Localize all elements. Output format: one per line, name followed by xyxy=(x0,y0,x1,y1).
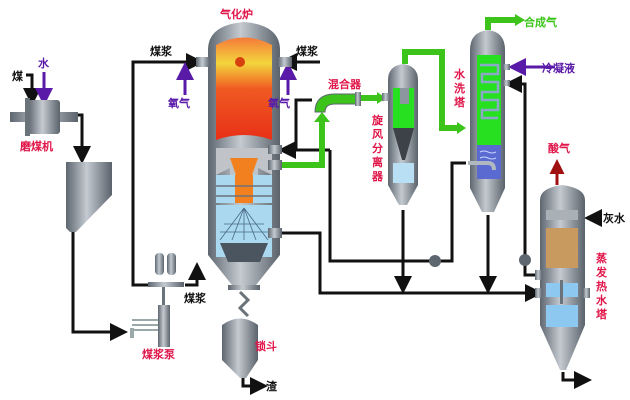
evap-tower-label: 蒸 发 热 水 塔 xyxy=(595,251,608,321)
slag-label: 渣 xyxy=(266,379,278,393)
svg-text:风: 风 xyxy=(372,127,383,141)
oxygen-right-label: 氧气 xyxy=(267,96,290,110)
washer-bottom-loop-line xyxy=(328,150,466,263)
blackwater-line xyxy=(282,231,543,302)
process-lines xyxy=(23,53,602,395)
condensate-label: 冷凝液 xyxy=(542,61,576,75)
svg-text:器: 器 xyxy=(371,170,384,183)
combustion-zone xyxy=(216,37,272,140)
to-mixer-line xyxy=(294,98,312,150)
slag-outlet-line xyxy=(241,377,268,395)
svg-text:热: 热 xyxy=(596,279,607,293)
svg-text:蒸: 蒸 xyxy=(596,251,607,265)
oxygen-lines xyxy=(35,58,555,106)
grey-water-label: 灰水 xyxy=(603,211,626,225)
svg-text:塔: 塔 xyxy=(596,307,608,321)
mixer-label: 混合器 xyxy=(328,77,362,91)
water-wash-tower xyxy=(468,30,510,212)
evap-bottom-outlet-line xyxy=(561,371,592,389)
gasifier-label: 气化炉 xyxy=(219,7,253,21)
pump-icon xyxy=(429,255,441,267)
water-label: 水 xyxy=(38,56,50,70)
gasifier xyxy=(196,22,292,290)
coal-mill-label: 磨煤机 xyxy=(19,139,53,153)
syngas-label: 合成气 xyxy=(524,15,557,29)
svg-text:旋: 旋 xyxy=(371,113,384,127)
slurry-pump xyxy=(130,253,184,347)
pump-icon xyxy=(519,254,531,266)
lock-hopper xyxy=(222,290,258,378)
coal-inlet-line xyxy=(23,73,41,106)
hopper-to-pump-line xyxy=(71,232,128,341)
svg-text:分: 分 xyxy=(372,141,383,155)
coal-slurry-tank xyxy=(66,162,112,232)
oxygen-left-label: 氧气 xyxy=(167,96,190,110)
svg-text:发: 发 xyxy=(595,265,608,279)
slurry-left-label: 煤浆 xyxy=(150,44,173,58)
slurry-left-line xyxy=(131,53,204,287)
gas-lines xyxy=(282,17,516,168)
svg-text:洗: 洗 xyxy=(454,81,465,95)
svg-text:离: 离 xyxy=(372,155,383,169)
arrow-icon xyxy=(515,14,525,26)
mixer xyxy=(314,92,361,113)
svg-text:塔: 塔 xyxy=(454,95,466,109)
arrow-icon xyxy=(314,112,330,122)
slurry-right-label: 煤浆 xyxy=(296,44,319,58)
cyclone-label: 旋 风 分 离 器 xyxy=(371,113,384,183)
cyclone-separator xyxy=(382,64,418,205)
pump-slurry-out-line xyxy=(185,262,206,287)
coal-label: 煤 xyxy=(12,69,24,83)
lock-hopper-label: 锁斗 xyxy=(255,339,277,353)
cyclone-to-washer-pipe xyxy=(402,49,458,131)
evap-to-washer-line xyxy=(504,75,537,277)
svg-text:水: 水 xyxy=(454,67,466,81)
arrow-icon xyxy=(457,122,466,134)
slurry-pump-label: 煤浆泵 xyxy=(142,347,175,361)
arrow-icon xyxy=(377,92,386,104)
slurry-pump-out-label: 煤浆 xyxy=(184,291,207,305)
evaporation-hot-water-tower xyxy=(535,185,590,370)
acid-gas-label: 酸气 xyxy=(548,141,570,155)
coal-mill xyxy=(10,98,78,136)
svg-text:水: 水 xyxy=(596,293,608,307)
washer-label: 水 洗 塔 xyxy=(454,67,466,109)
syngas-pipe xyxy=(485,17,516,30)
gasifier-to-mixer-pipe xyxy=(282,122,325,168)
